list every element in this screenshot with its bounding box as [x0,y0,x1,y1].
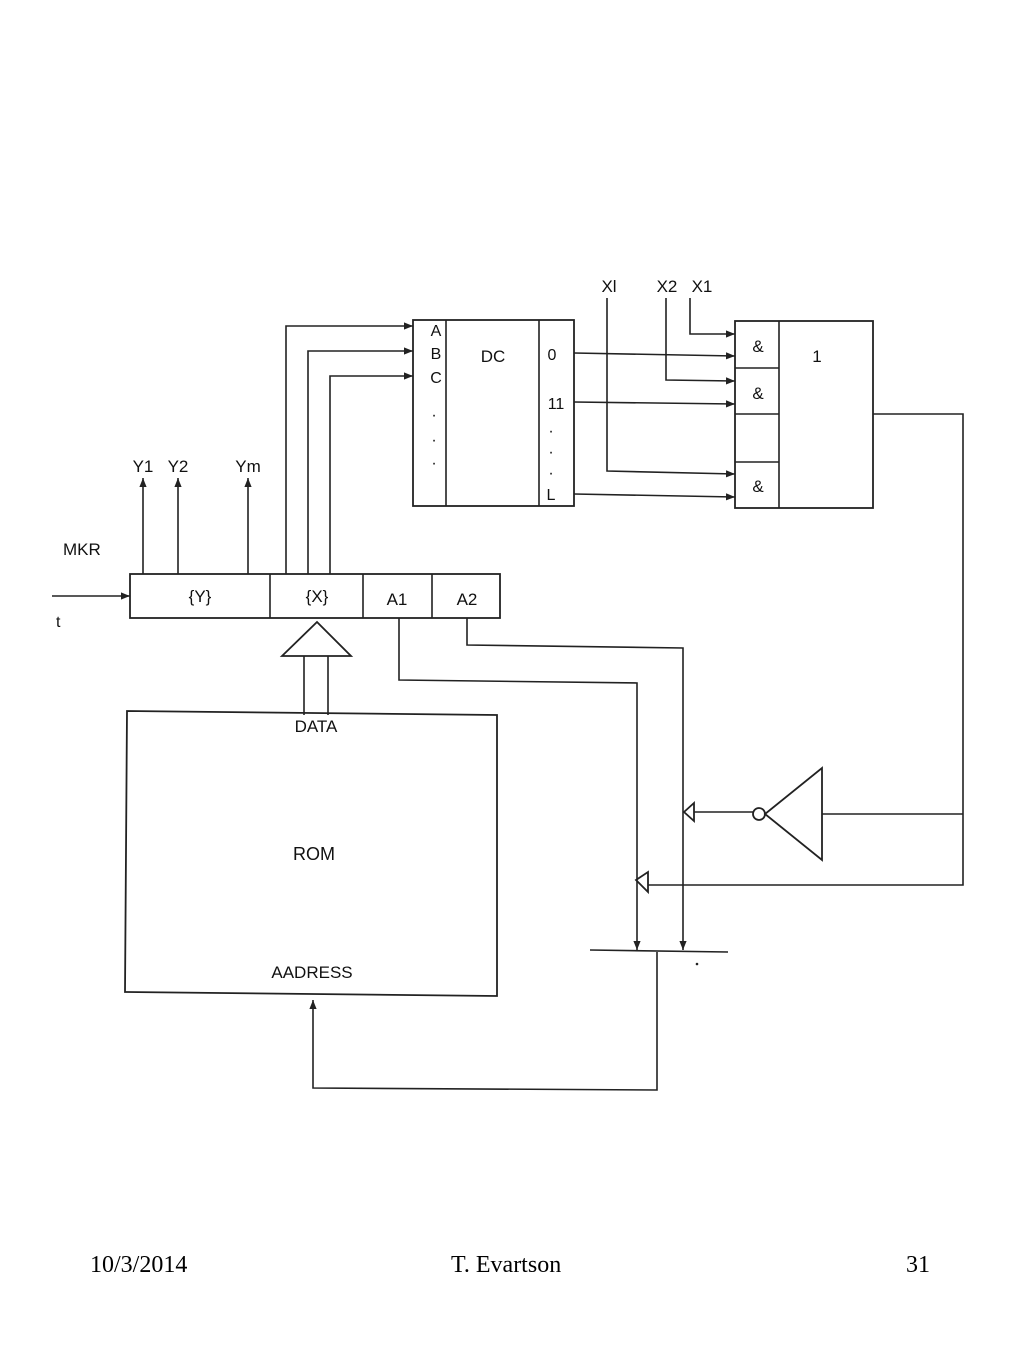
decoder-output-dot-3: · [548,465,553,482]
decoder-label: DC [481,347,506,366]
mkr-clock-input: MKR t [52,540,130,631]
decoder-input-dot-1: · [431,407,436,424]
ym-label: Ym [235,457,261,476]
register-a1-field: A1 [387,590,408,609]
footer-author: T. Evartson [451,1252,562,1278]
decoder-output-11: 11 [548,396,565,413]
or-gate-label: 1 [812,347,821,366]
condition-inputs: Xl X2 X1 [601,277,736,478]
mux-enable-triangles [634,800,695,895]
decoder-to-and-lines [573,352,736,501]
y1-label: Y1 [133,457,154,476]
decoder-output-dot-2: · [548,444,553,461]
register-a2-field: A2 [457,590,478,609]
decoder-input-b: B [431,346,442,363]
register-y-field: {Y} [189,587,212,606]
and-gate-2-label: & [752,384,764,403]
and-gate-1-label: & [752,337,764,356]
y-outputs: Y1 Y2 Ym [133,457,261,574]
decoder-input-dot-2: · [431,432,436,449]
decoder-input-c: C [430,370,442,387]
decoder-output-0: 0 [548,347,557,364]
and-or-logic-block: & & & 1 [734,320,874,509]
decoder-input-dot-3: · [431,455,436,472]
rom-data-label: DATA [295,717,338,736]
rom-block: DATA ROM AADRESS [124,710,498,997]
t-label: t [56,614,61,631]
decoder-output-dot-1: · [548,423,553,440]
x-field-to-decoder-lines [285,322,413,574]
address-bus [309,949,729,1091]
address-select-lines [398,618,687,950]
inverter-gate [694,766,823,862]
rom-label: ROM [293,844,335,864]
decoder-output-l: L [547,487,556,504]
register-x-field: {X} [306,587,329,606]
or-output-feedback [648,413,964,886]
footer-page-number: 31 [906,1252,930,1278]
xl-label: Xl [601,277,616,296]
y2-label: Y2 [168,457,189,476]
footer-date: 10/3/2014 [90,1252,188,1278]
decoder-dc: DC A B C · · · 0 11 · · · L [412,319,575,507]
rom-address-label: AADRESS [271,963,352,982]
mkr-label: MKR [63,540,101,559]
decoder-input-a: A [431,323,442,340]
x1-label: X1 [692,277,713,296]
data-bus-arrow [279,620,354,715]
and-gate-3-label: & [752,477,764,496]
microinstruction-register: {Y} {X} A1 A2 [129,573,501,619]
x2-label: X2 [657,277,678,296]
